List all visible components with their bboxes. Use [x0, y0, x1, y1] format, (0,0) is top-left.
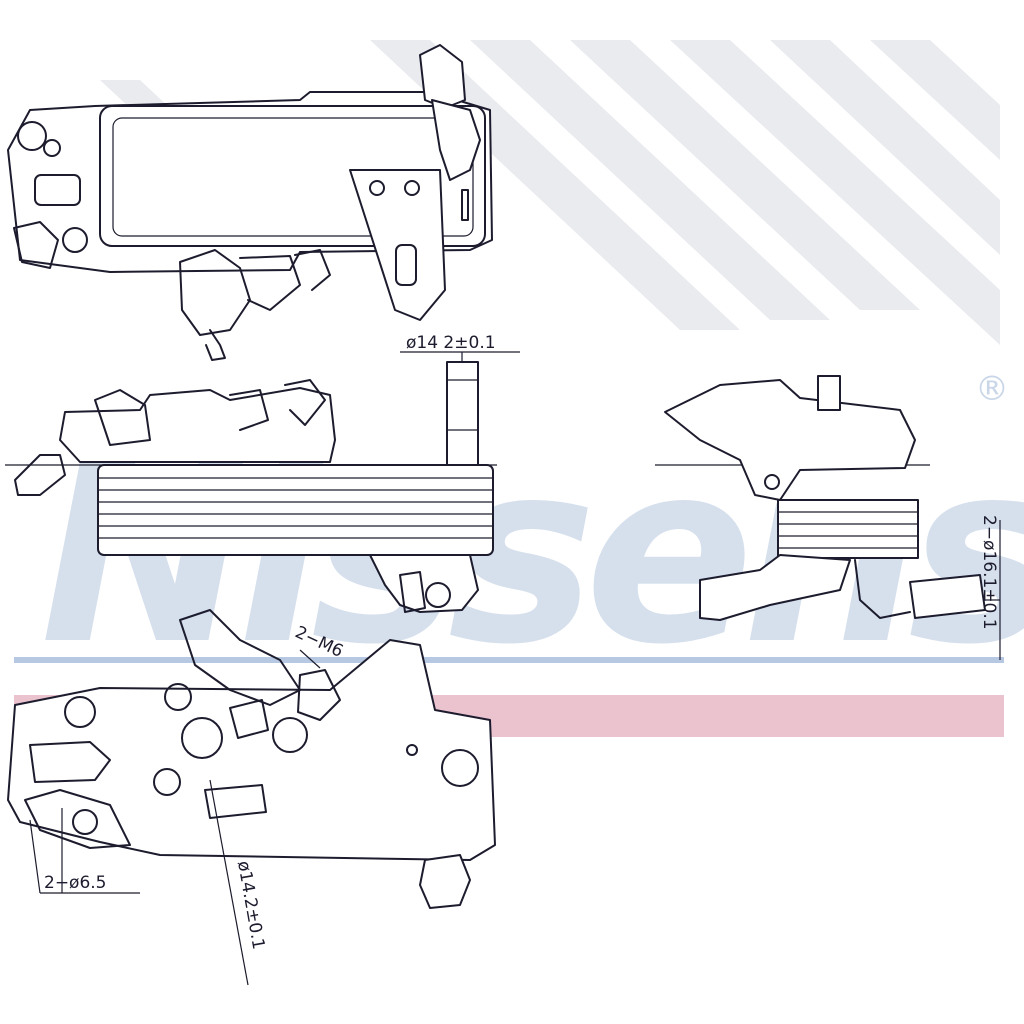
side-view-cooler — [655, 375, 986, 621]
dimension-leaders — [29, 351, 1001, 986]
cooler-fins — [98, 477, 493, 539]
dimension-top-pipe-diameter: ø14 2±0.1 — [406, 333, 496, 353]
bottom-view-cooler — [7, 609, 496, 909]
watermark-registered-mark: ® — [975, 369, 1009, 409]
dimension-bottom-pipe-diameter: ø14.2±0.1 — [233, 859, 268, 951]
watermark-blue-band — [14, 657, 1004, 663]
dimension-bottom-holes: 2−ø6.5 — [44, 873, 107, 893]
front-view-cooler — [5, 361, 497, 613]
dimension-side-bolt-holes: 2−ø16.1±0.1 — [979, 515, 999, 630]
top-view-cooler — [7, 44, 493, 361]
